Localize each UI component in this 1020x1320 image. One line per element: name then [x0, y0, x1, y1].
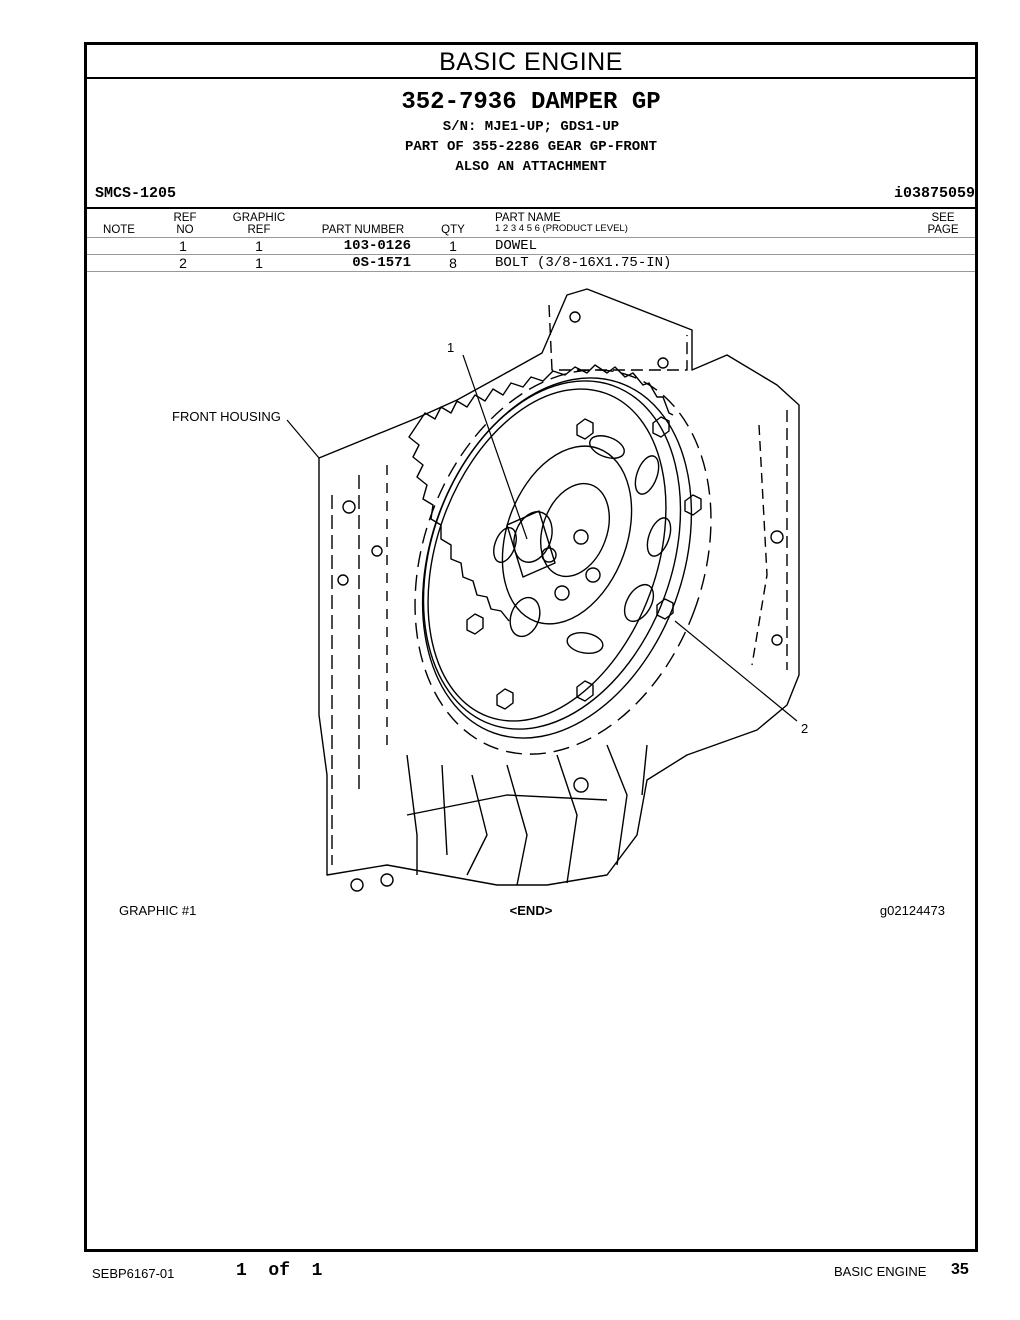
- callout-2: 2: [801, 721, 808, 736]
- col-header-part-number: PART NUMBER: [321, 224, 405, 236]
- gear-teeth: [416, 364, 674, 426]
- front-housing-label: FRONT HOUSING: [172, 409, 281, 424]
- col-header-ref-no: REF NO: [173, 212, 197, 236]
- row-rule: [87, 271, 975, 272]
- row-ref-no: 1: [179, 238, 187, 254]
- col-header-qty: QTY: [441, 224, 465, 236]
- page-number: 35: [951, 1261, 969, 1278]
- col-header-see-page: SEE PAGE: [927, 212, 959, 236]
- header-rule: [87, 237, 975, 238]
- product-levels: 1 2 3 4 5 6 (PRODUCT LEVEL): [495, 223, 628, 234]
- row-qty: 8: [449, 255, 457, 271]
- row-qty: 1: [449, 238, 457, 254]
- table-top-rule: [87, 207, 975, 209]
- col-header-graphic-ref: GRAPHIC REF: [232, 212, 286, 236]
- footer-section: BASIC ENGINE: [834, 1264, 927, 1279]
- row-part-name: BOLT (3/8-16X1.75-IN): [495, 255, 672, 271]
- document-number: SEBP6167-01: [92, 1266, 175, 1281]
- row-part-name: DOWEL: [495, 238, 538, 254]
- section-title: BASIC ENGINE: [87, 45, 975, 79]
- serial-number-range: S/N: MJE1-UP; GDS1-UP: [442, 119, 620, 135]
- col-header-part-name: PART NAME: [495, 212, 561, 224]
- end-marker: <END>: [509, 903, 553, 918]
- row-rule: [87, 254, 975, 255]
- page-frame: BASIC ENGINE 352-7936 DAMPER GP S/N: MJE…: [84, 42, 978, 1252]
- damper-illustration: 1 2 FRONT HOUSING: [172, 288, 808, 892]
- col-header-note: NOTE: [103, 224, 135, 236]
- row-part-number: 0S-1571: [352, 255, 411, 271]
- callout-1: 1: [447, 340, 454, 355]
- damper-plate: [427, 388, 667, 722]
- illustration-id: i03875059: [893, 185, 975, 202]
- graphic-id: g02124473: [879, 903, 945, 918]
- housing-outline: [318, 288, 800, 886]
- row-graphic-ref: 1: [255, 255, 263, 271]
- row-graphic-ref: 1: [255, 238, 263, 254]
- graphic-number: GRAPHIC #1: [119, 903, 197, 918]
- row-part-number: 103-0126: [343, 238, 411, 254]
- part-of-note: PART OF 355-2286 GEAR GP-FRONT: [404, 139, 658, 155]
- page-of: 1 of 1: [236, 1261, 323, 1281]
- row-ref-no: 2: [179, 255, 187, 271]
- smcs-code: SMCS-1205: [95, 185, 177, 202]
- dowel: [513, 511, 553, 563]
- group-title: 352-7936 DAMPER GP: [401, 89, 661, 116]
- attachment-note: ALSO AN ATTACHMENT: [455, 159, 607, 175]
